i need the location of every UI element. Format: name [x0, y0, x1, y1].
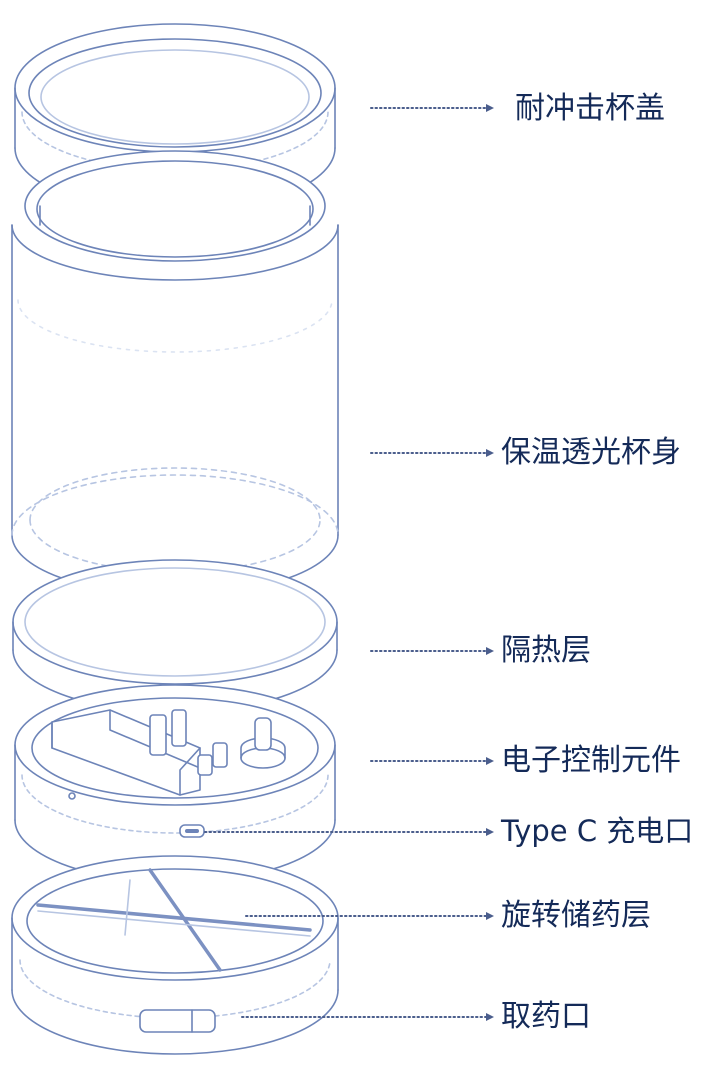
label-storage: 旋转储药层 — [501, 898, 651, 933]
leader-lid — [370, 104, 494, 112]
electronics-layer — [14, 684, 336, 883]
label-outlet: 取药口 — [501, 999, 591, 1034]
leader-insulation — [370, 647, 494, 655]
leader-charging — [204, 828, 494, 836]
label-electronics: 电子控制元件 — [501, 743, 681, 778]
cup-lid — [14, 23, 336, 213]
storage-layer — [11, 855, 339, 1055]
leader-body — [370, 449, 494, 457]
label-insulation: 隔热层 — [501, 633, 591, 668]
leader-outlet — [241, 1013, 494, 1021]
label-lid: 耐冲击杯盖 — [515, 91, 665, 126]
label-body: 保温透光杯身 — [501, 435, 681, 470]
leader-storage — [245, 912, 494, 920]
leader-electronics — [370, 757, 494, 765]
type-c-port — [179, 824, 205, 838]
label-charging: Type C 充电口 — [501, 814, 694, 848]
